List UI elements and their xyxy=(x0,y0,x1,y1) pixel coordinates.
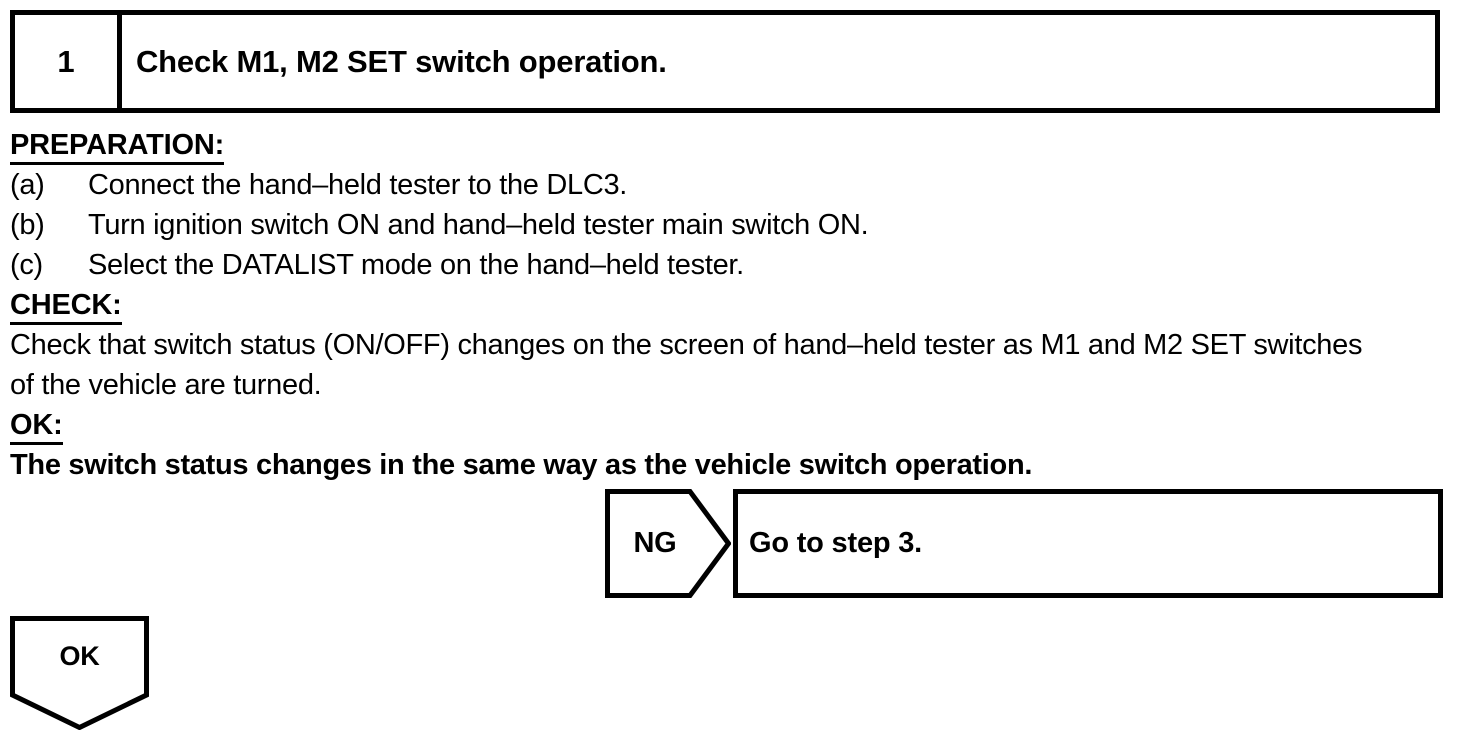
ng-branch-label: NG xyxy=(633,527,677,559)
step-number: 1 xyxy=(57,44,75,79)
preparation-item-a: (a) Connect the hand–held tester to the … xyxy=(10,165,1460,205)
ok-branch-label: OK xyxy=(59,640,100,671)
preparation-heading: PREPARATION: xyxy=(10,125,1460,165)
ok-heading: OK: xyxy=(10,405,1460,445)
check-heading: CHECK: xyxy=(10,285,1460,325)
check-text-line-1: Check that switch status (ON/OFF) change… xyxy=(10,329,1363,361)
check-heading-text: CHECK: xyxy=(10,289,122,325)
item-marker: (c) xyxy=(10,249,43,281)
ok-heading-text: OK: xyxy=(10,409,63,445)
step-title: Check M1, M2 SET switch operation. xyxy=(136,44,667,79)
ng-target-box: Go to step 3. xyxy=(733,489,1443,598)
step-title-cell: Check M1, M2 SET switch operation. xyxy=(122,15,1435,108)
item-marker: (a) xyxy=(10,169,45,201)
item-marker: (b) xyxy=(10,209,45,241)
preparation-heading-text: PREPARATION: xyxy=(10,129,224,165)
ok-arrow-shape xyxy=(10,616,149,730)
ng-arrow-shape xyxy=(605,489,731,598)
item-text: Turn ignition switch ON and hand–held te… xyxy=(88,209,869,241)
item-text: Connect the hand–held tester to the DLC3… xyxy=(88,169,628,201)
check-text-line-2: of the vehicle are turned. xyxy=(10,369,322,401)
step-header-box: 1 Check M1, M2 SET switch operation. xyxy=(10,10,1440,113)
step-number-cell: 1 xyxy=(15,15,122,108)
ng-target-text: Go to step 3. xyxy=(749,527,923,559)
preparation-item-b: (b) Turn ignition switch ON and hand–hel… xyxy=(10,205,1460,245)
item-text: Select the DATALIST mode on the hand–hel… xyxy=(88,249,744,281)
step-body: PREPARATION: (a) Connect the hand–held t… xyxy=(10,125,1460,485)
ok-criteria-text: The switch status changes in the same wa… xyxy=(10,449,1033,481)
preparation-item-c: (c) Select the DATALIST mode on the hand… xyxy=(10,245,1460,285)
